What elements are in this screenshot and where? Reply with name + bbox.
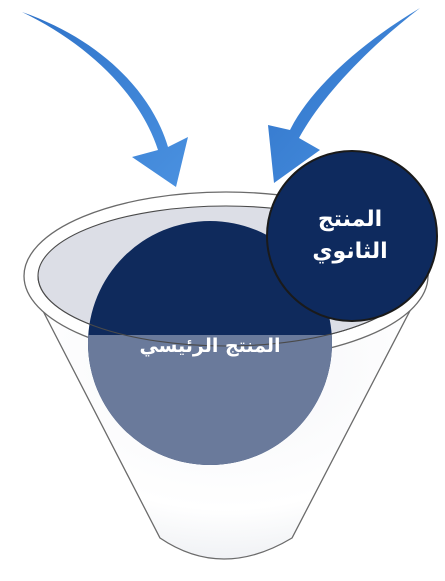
secondary-product-label-line2: الثانوي bbox=[312, 239, 387, 264]
secondary-product-circle bbox=[267, 151, 437, 321]
secondary-product-label-line1: المنتج bbox=[318, 207, 382, 232]
primary-product-label: المنتج الرئيسي bbox=[139, 335, 280, 357]
left-arrow bbox=[22, 12, 188, 187]
